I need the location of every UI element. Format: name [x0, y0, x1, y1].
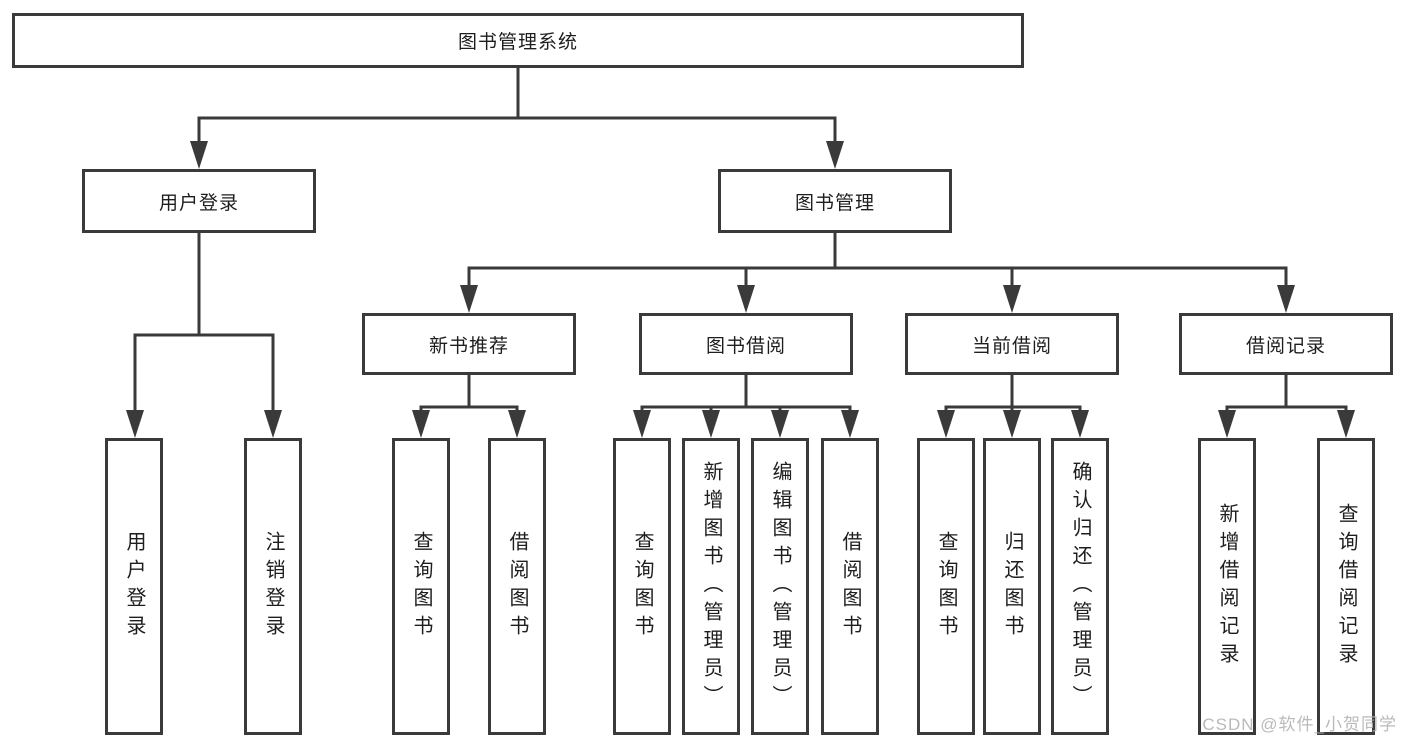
- edges-borrow-records-to-leaves: [1218, 373, 1355, 438]
- leaf-add-book-admin-label: 新增图书（管理员）: [700, 460, 722, 713]
- edges-book-management-to-level3: [460, 231, 1295, 313]
- leaf-query-book-recommend: 查询图书: [392, 438, 450, 735]
- edges-user-login-to-leaves: [126, 231, 282, 438]
- leaf-edit-book-admin: 编辑图书（管理员）: [751, 438, 809, 735]
- leaf-query-book-current-label: 查询图书: [935, 530, 957, 643]
- leaf-return-book-label: 归还图书: [1001, 530, 1023, 643]
- leaf-confirm-return-admin-label: 确认归还（管理员）: [1069, 460, 1091, 713]
- leaf-borrow-book-recommend: 借阅图书: [488, 438, 546, 735]
- edges-book-borrow-to-leaves: [633, 373, 859, 438]
- leaf-borrow-book-recommend-label: 借阅图书: [506, 530, 528, 643]
- node-user-login-module: 用户登录: [82, 169, 316, 233]
- leaf-add-borrow-record: 新增借阅记录: [1198, 438, 1256, 735]
- node-current-borrow: 当前借阅: [905, 313, 1119, 375]
- node-root-library-system: 图书管理系统: [12, 13, 1024, 68]
- leaf-user-login: 用户登录: [105, 438, 163, 735]
- leaf-query-borrow-record: 查询借阅记录: [1317, 438, 1375, 735]
- leaf-add-borrow-record-label: 新增借阅记录: [1216, 502, 1238, 671]
- leaf-borrow-book-borrow: 借阅图书: [821, 438, 879, 735]
- leaf-borrow-book-borrow-label: 借阅图书: [839, 530, 861, 643]
- leaf-edit-book-admin-label: 编辑图书（管理员）: [769, 460, 791, 713]
- leaf-query-book-recommend-label: 查询图书: [410, 530, 432, 643]
- csdn-watermark: CSDN @软件_小贺同学: [1202, 715, 1397, 734]
- leaf-logout: 注销登录: [244, 438, 302, 735]
- node-book-borrow: 图书借阅: [639, 313, 853, 375]
- leaf-query-book-borrow-label: 查询图书: [631, 530, 653, 643]
- edges-root-to-level2: [190, 66, 844, 169]
- leaf-query-borrow-record-label: 查询借阅记录: [1335, 502, 1357, 671]
- leaf-logout-label: 注销登录: [262, 530, 284, 643]
- leaf-query-book-borrow: 查询图书: [613, 438, 671, 735]
- leaf-add-book-admin: 新增图书（管理员）: [682, 438, 740, 735]
- leaf-return-book: 归还图书: [983, 438, 1041, 735]
- leaf-confirm-return-admin: 确认归还（管理员）: [1051, 438, 1109, 735]
- leaf-user-login-label: 用户登录: [123, 530, 145, 643]
- edges-current-borrow-to-leaves: [937, 373, 1089, 438]
- leaf-query-book-current: 查询图书: [917, 438, 975, 735]
- node-book-management-module: 图书管理: [718, 169, 952, 233]
- node-borrow-records: 借阅记录: [1179, 313, 1393, 375]
- edges-new-book-recommend-to-leaves: [412, 373, 526, 438]
- node-new-book-recommend: 新书推荐: [362, 313, 576, 375]
